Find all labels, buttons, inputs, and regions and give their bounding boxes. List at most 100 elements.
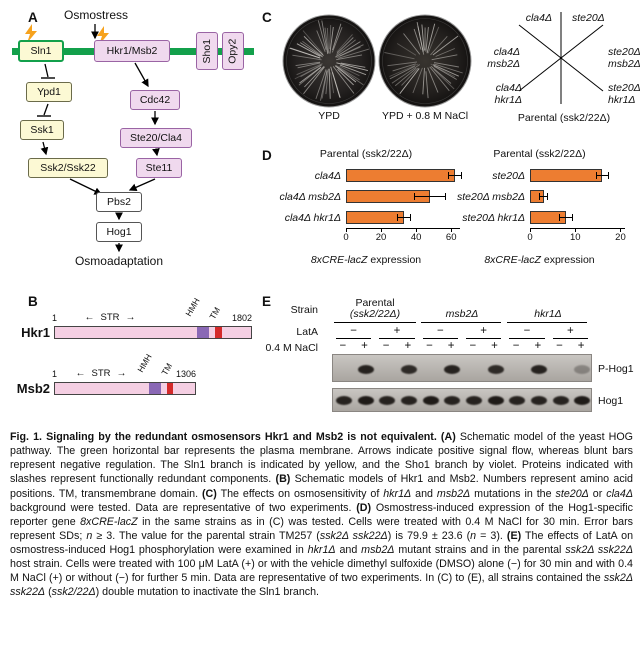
chart-category-label: cla4Δ: [314, 169, 341, 182]
x-axis-tick: [620, 229, 622, 232]
caption-segment: ≥ 3. The value for the parental strain T…: [92, 529, 320, 542]
x-axis-tick: [346, 229, 347, 232]
nacl-sign: −: [426, 340, 433, 352]
nacl-row-label: 0.4 M NaCl: [265, 342, 318, 354]
chart-bar: [530, 169, 603, 182]
blot-hog1: [332, 388, 592, 412]
node-hkr1-msb2-label: Hkr1/Msb2: [106, 44, 158, 57]
hkr1-hmh-label: HMH: [183, 296, 202, 318]
strain-group-underline: [421, 322, 501, 324]
node-cdc42: Cdc42: [130, 90, 180, 110]
x-axis-tick-label: 0: [343, 232, 349, 243]
sector-label-line: hkr1Δ: [608, 94, 636, 106]
node-pbs2-label: Pbs2: [107, 195, 131, 208]
petri-plate-ypd: [282, 14, 376, 108]
node-ste20-cla4: Ste20/Cla4: [120, 128, 192, 148]
lata-sign-underline: [466, 338, 502, 339]
error-bar: [414, 193, 446, 200]
x-axis: 0 20 40 60: [343, 228, 460, 244]
chart-bar-area: [530, 169, 625, 182]
lata-sign-underline: [336, 338, 372, 339]
protein-band: [335, 396, 352, 405]
msb2-tm-domain: [167, 383, 173, 394]
node-hog1: Hog1: [96, 222, 142, 242]
x-axis-tick: [416, 229, 418, 232]
caption-segment: (C): [201, 487, 217, 500]
x-axis-tick-label: 20: [375, 232, 387, 243]
sector-label-ste20-hkr1: ste20Δ hkr1Δ: [608, 82, 641, 106]
hkr1-protein-bar: [54, 326, 252, 339]
x-axis-title: 8xCRE-lacZ expression: [272, 254, 460, 266]
panel-a-pathway: A Osmostress: [8, 6, 260, 296]
caption-segment: ste20Δ: [555, 487, 589, 500]
caption-segment: and: [411, 487, 437, 500]
strain-group-hkr1: hkr1Δ: [534, 308, 562, 320]
x-axis-tick-label: 40: [410, 232, 422, 243]
chart-title: Parental (ssk2/22Δ): [319, 148, 413, 160]
caption-segment: Schematic models of Hkr1 and Msb2. Numbe…: [10, 473, 633, 500]
str-label: STR: [91, 368, 111, 379]
protein-band: [574, 365, 591, 374]
chart-bar-area: [346, 169, 462, 182]
panel-a-label: A: [28, 10, 38, 25]
node-ssk2-ssk22-label: Ssk2/Ssk22: [40, 161, 96, 174]
strain-group-underline: [334, 322, 416, 324]
hkr1-tm-domain: [215, 327, 222, 338]
nacl-sign: −: [469, 340, 477, 352]
error-bar: [396, 214, 411, 221]
strain-group-underline: [507, 322, 587, 324]
nacl-sign: +: [491, 340, 498, 352]
protein-band: [574, 396, 591, 405]
protein-band: [487, 396, 504, 405]
lata-sign: −: [436, 325, 444, 337]
colony-streaks: [289, 20, 370, 101]
protein-band: [357, 396, 374, 405]
node-opy2-label: Opy2: [226, 38, 239, 64]
panel-e-label: E: [262, 294, 272, 309]
sector-label-ste20-msb2: ste20Δ msb2Δ: [608, 46, 641, 70]
caption-segment: mutations in the: [470, 487, 556, 500]
node-hog1-label: Hog1: [106, 225, 132, 238]
protein-band: [444, 365, 461, 374]
nacl-sign: +: [361, 340, 368, 352]
petri-plate-ypd-nacl: [378, 14, 472, 108]
lata-sign: +: [480, 325, 488, 337]
caption-segment: in the same strains as in (C) was tested…: [10, 515, 633, 542]
caption-segment: ssk2/22Δ: [51, 586, 96, 599]
lata-sign-underline: [552, 338, 588, 339]
nacl-sign: +: [447, 340, 455, 352]
caption-segment: cla4Δ: [606, 487, 633, 500]
panel-b-label: B: [28, 294, 38, 309]
node-ssk1-label: Ssk1: [30, 123, 54, 136]
chart-row: cla4Δ: [272, 165, 462, 186]
chart-bar-area: [346, 190, 460, 203]
msb2-str-region-label: ← STR →: [64, 368, 138, 379]
sector-label-line: msb2Δ: [487, 58, 520, 70]
strain-row-label: Strain: [290, 304, 318, 316]
hkr1-end-aa: 1802: [231, 313, 252, 323]
caption-segment: (: [45, 586, 52, 599]
strain-group-name2: (ssk2/22Δ): [349, 308, 401, 320]
protein-band: [379, 396, 396, 405]
blot-label-hog1: Hog1: [598, 395, 624, 407]
chart-row: ste20Δ msb2Δ: [454, 186, 625, 207]
error-bar: [539, 193, 549, 200]
osmostress-label: Osmostress: [63, 8, 128, 22]
parental-strain-label: Parental (ssk2/22Δ): [517, 112, 611, 124]
node-hkr1-msb2: Hkr1/Msb2: [94, 40, 170, 62]
protein-band: [465, 396, 482, 405]
right-arrow-icon: →: [116, 368, 127, 379]
strain-group-msb2: msb2Δ: [445, 308, 479, 320]
x-axis-tick: [530, 229, 531, 232]
blot-label-p-hog1: P-Hog1: [598, 363, 634, 375]
caption-segment: Osmostress-induced expression of the Hog…: [10, 501, 633, 528]
hkr1-str-region-label: ← STR →: [64, 312, 156, 323]
x-axis-tick-label: 60: [445, 232, 457, 243]
node-ste20-cla4-label: Ste20/Cla4: [130, 131, 182, 144]
panel-c-plates: C YPD YPD + 0.8 M NaCl cla4Δ ste20Δ cla4…: [258, 6, 641, 144]
msb2-hmh-label: HMH: [135, 352, 154, 374]
lata-sign-underline: [422, 338, 458, 339]
